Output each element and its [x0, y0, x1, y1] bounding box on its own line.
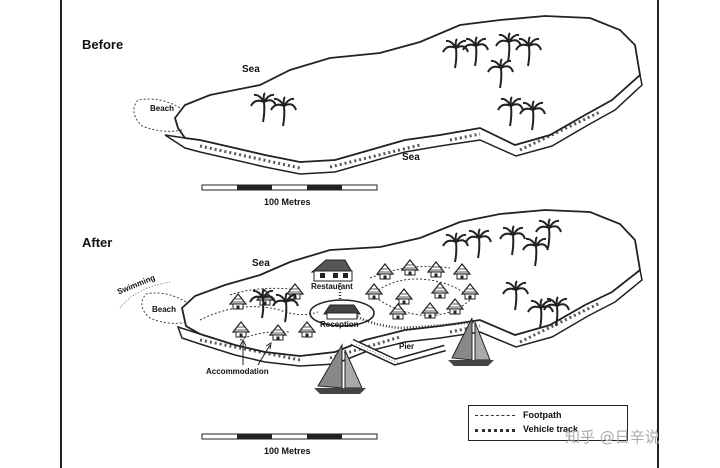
- vehicle-track-swatch: [475, 429, 515, 432]
- before-sea-top-label: Sea: [242, 64, 260, 75]
- before-scale-bar: [201, 184, 378, 191]
- accommodation-label: Accommodation: [206, 367, 269, 376]
- before-sea-bottom-label: Sea: [402, 152, 420, 163]
- before-beach-label: Beach: [150, 104, 175, 113]
- after-heading: After: [82, 235, 113, 250]
- legend-vehicle-track-label: Vehicle track: [523, 424, 579, 434]
- after-beach-label: Beach: [152, 305, 177, 314]
- after-scale-bar: [201, 433, 378, 440]
- frame-left-border: [60, 0, 62, 468]
- before-heading: Before: [82, 37, 124, 52]
- map-legend: Footpath Vehicle track: [468, 405, 628, 441]
- pier-label: Pier: [399, 342, 415, 351]
- before-island: [133, 15, 643, 175]
- legend-footpath-label: Footpath: [523, 410, 562, 420]
- restaurant-label: Restaurant: [311, 282, 353, 291]
- after-sea-label: Sea: [252, 258, 270, 269]
- after-island: [119, 209, 643, 394]
- watermark: 知乎 @日辛说: [565, 428, 660, 446]
- footpath-swatch: [475, 415, 515, 416]
- before-scale-label: 100 Metres: [264, 197, 311, 207]
- frame-right-border: [657, 0, 659, 468]
- after-scale-label: 100 Metres: [264, 446, 311, 456]
- reception-label: Reception: [320, 320, 359, 329]
